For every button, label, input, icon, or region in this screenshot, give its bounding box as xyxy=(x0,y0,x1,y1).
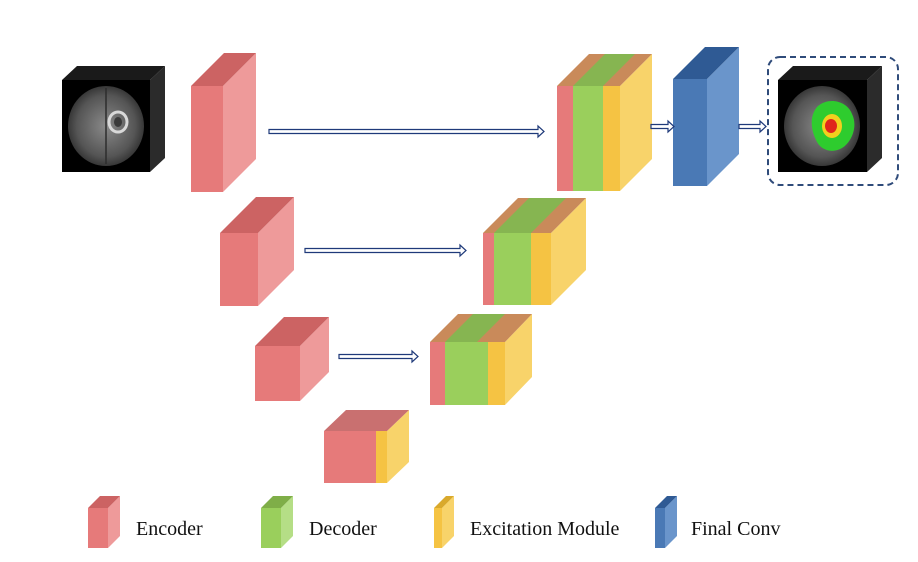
decoder-block-level-2 xyxy=(483,198,586,305)
encoder-block-level-3 xyxy=(255,317,329,401)
legend-label-decoder: Decoder xyxy=(309,518,377,540)
decoder-swatch-icon xyxy=(261,496,293,548)
legend-label-excitation: Excitation Module xyxy=(470,518,620,540)
legend-label-final-conv: Final Conv xyxy=(691,518,781,540)
decoder-block-level-1 xyxy=(557,54,652,191)
skip-arrow-level-3 xyxy=(338,349,419,364)
encoder-block-level-1 xyxy=(191,53,256,192)
final-conv-swatch-icon xyxy=(655,496,677,548)
output-segmentation xyxy=(767,56,899,186)
bottleneck-block xyxy=(324,410,409,483)
skip-arrow-level-2 xyxy=(304,243,467,258)
legend: Encoder Decoder Excitation Module Final … xyxy=(0,490,918,550)
encoder-block-level-2 xyxy=(220,197,294,306)
input-mri-image xyxy=(62,66,165,172)
arrow-to-output xyxy=(738,119,767,134)
decoder-block-level-3 xyxy=(430,314,532,405)
final-conv-block xyxy=(673,47,739,186)
encoder-swatch-icon xyxy=(88,496,120,548)
excitation-swatch-icon xyxy=(434,496,454,548)
skip-arrow-level-1 xyxy=(268,124,545,139)
arrow-to-final-conv xyxy=(650,119,675,134)
legend-label-encoder: Encoder xyxy=(136,518,203,540)
